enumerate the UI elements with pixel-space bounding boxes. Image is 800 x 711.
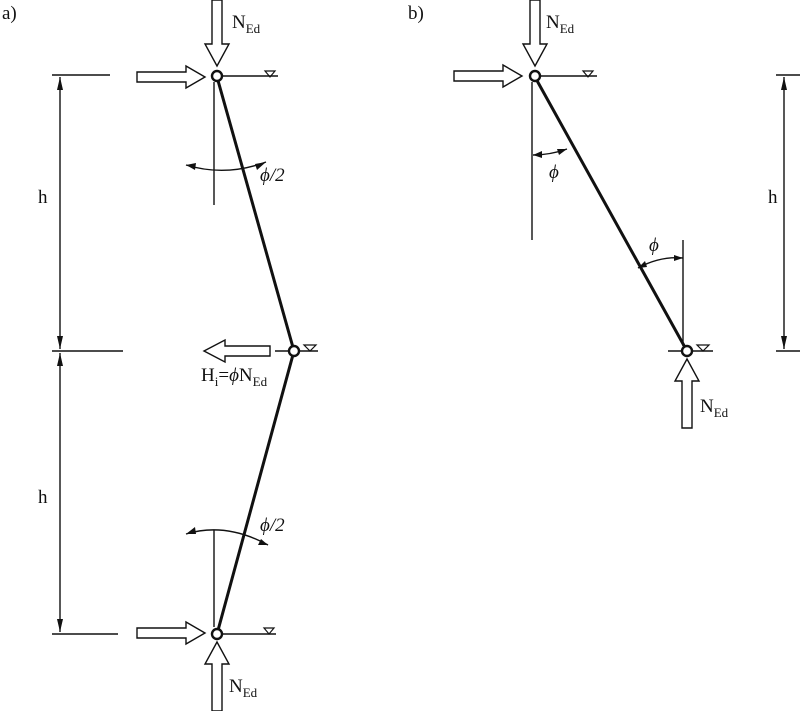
angle-arrowhead xyxy=(258,539,268,545)
angle-arrowhead xyxy=(674,255,683,261)
horizontal-restraint-arrow-bottom xyxy=(136,620,207,646)
dim-arrowhead xyxy=(781,77,787,90)
angle-label-bottom: ϕ xyxy=(649,235,659,256)
pin-joint-top xyxy=(210,69,224,83)
panel-a: a) h h NEd NEd xyxy=(2,0,318,711)
axial-force-arrow-top xyxy=(521,0,549,68)
member-inclined xyxy=(533,75,689,353)
axial-force-arrow-bottom xyxy=(203,640,231,711)
roller-support-top xyxy=(263,70,277,78)
angle-arc-top xyxy=(185,161,267,171)
dim-arrowhead xyxy=(57,353,63,366)
axial-force-arrow-bottom xyxy=(673,357,701,429)
dim-arrowhead xyxy=(57,336,63,349)
horizontal-restraint-arrow-top xyxy=(136,64,207,90)
axial-force-label-bottom: NEd xyxy=(229,676,258,700)
angle-arc-bottom xyxy=(185,529,269,546)
dim-arrowhead xyxy=(57,619,63,632)
roller-support-bottom xyxy=(262,627,276,635)
height-label-lower: h xyxy=(38,487,48,508)
angle-arrowhead xyxy=(255,162,266,170)
axial-force-arrow-top xyxy=(203,0,231,68)
panel-a-label: a) xyxy=(2,3,17,24)
pin-joint-top xyxy=(528,69,542,83)
axial-force-label-top: NEd xyxy=(232,12,261,36)
angle-arrowhead xyxy=(638,261,647,268)
pin-joint-bottom xyxy=(210,627,224,641)
roller-support-bottom xyxy=(695,344,711,352)
angle-arrowhead xyxy=(186,527,196,534)
panel-b: b) NEd NEd ϕ ϕ xyxy=(408,0,800,429)
equivalent-horizontal-force-label: Hi=ϕNEd xyxy=(201,365,268,389)
roller-support-top xyxy=(581,70,595,78)
dim-arrowhead xyxy=(781,336,787,349)
pin-joint-bottom xyxy=(680,344,694,358)
axial-force-label-top: NEd xyxy=(546,12,575,36)
angle-arrowhead xyxy=(557,149,567,155)
angle-label-top: ϕ xyxy=(549,162,559,183)
height-label: h xyxy=(768,187,778,208)
axial-force-label-bottom: NEd xyxy=(700,396,729,420)
height-label-upper: h xyxy=(38,187,48,208)
equivalent-horizontal-force-arrow xyxy=(202,338,271,364)
angle-arrowhead xyxy=(533,151,542,158)
horizontal-restraint-arrow xyxy=(453,63,524,89)
angle-arrowhead xyxy=(186,163,196,170)
roller-support-middle xyxy=(302,344,318,352)
pin-joint-middle xyxy=(287,344,301,358)
angle-label-top: ϕ/2 xyxy=(260,165,285,186)
angle-label-bottom: ϕ/2 xyxy=(260,515,285,536)
panel-b-label: b) xyxy=(408,3,424,24)
dim-arrowhead xyxy=(57,77,63,90)
